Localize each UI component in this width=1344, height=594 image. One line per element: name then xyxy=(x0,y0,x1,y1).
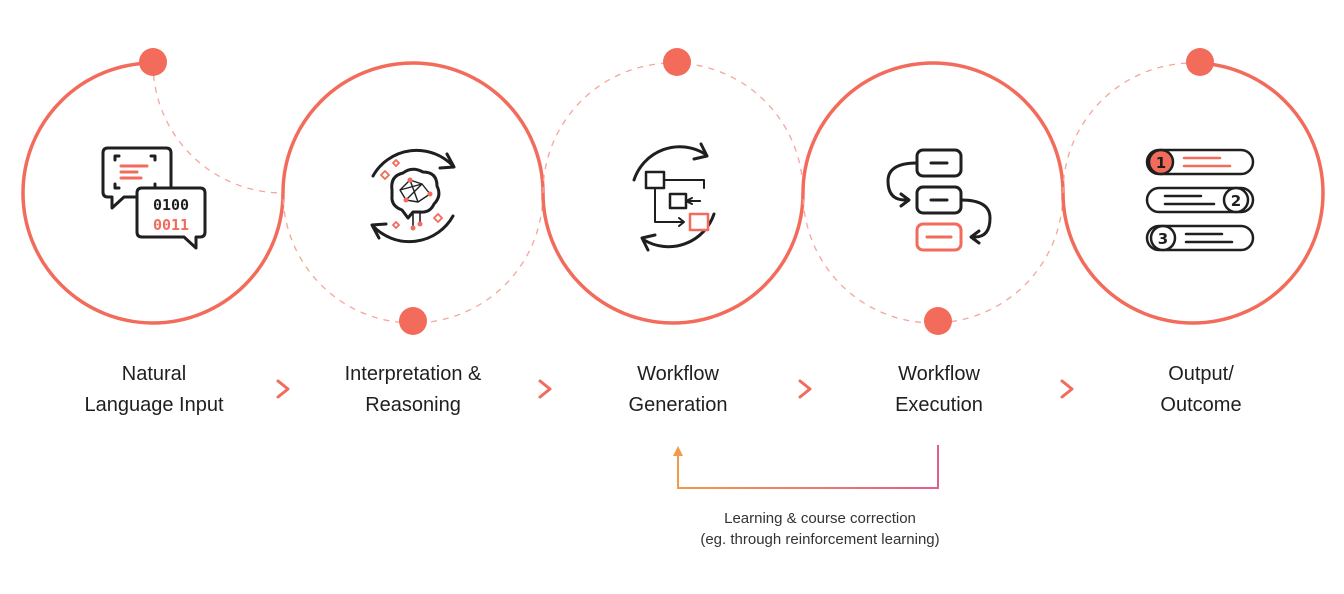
chevron-right-icon xyxy=(1060,379,1074,399)
svg-text:0011: 0011 xyxy=(153,216,189,234)
feedback-caption: Learning & course correction (eg. throug… xyxy=(640,508,1000,550)
step-label-workflow-execution: Workflow Execution xyxy=(819,359,1059,421)
connector-dot-1 xyxy=(139,48,167,76)
step-label-line: Reasoning xyxy=(365,394,461,416)
flowchart-cycle-icon xyxy=(632,142,716,252)
ranked-list-icon: 1 2 3 xyxy=(1145,148,1255,252)
svg-text:0100: 0100 xyxy=(153,196,189,214)
step-label-workflow-generation: Workflow Generation xyxy=(558,359,798,421)
step-label-output-outcome: Output/ Outcome xyxy=(1081,359,1321,421)
step-ring-5 xyxy=(1061,61,1325,325)
feedback-loop-arrow xyxy=(673,445,939,489)
workflow-execute-icon xyxy=(886,148,992,252)
svg-text:3: 3 xyxy=(1158,230,1168,248)
step-label-line: Workflow xyxy=(637,363,719,385)
svg-text:1: 1 xyxy=(1156,154,1166,172)
brain-network-icon xyxy=(370,148,456,244)
step-ring-1 xyxy=(21,61,285,325)
step-label-natural-language-input: Natural Language Input xyxy=(34,359,274,421)
step-label-line: Language Input xyxy=(84,394,224,416)
connector-dot-4 xyxy=(924,307,952,335)
chevron-right-icon xyxy=(538,379,552,399)
step-label-interpretation-reasoning: Interpretation & Reasoning xyxy=(293,359,533,421)
step-label-line: Outcome xyxy=(1160,394,1242,416)
feedback-caption-line: (eg. through reinforcement learning) xyxy=(700,531,940,548)
connector-dot-5 xyxy=(1186,48,1214,76)
chevron-right-icon xyxy=(276,379,290,399)
step-label-line: Workflow xyxy=(898,363,980,385)
step-label-line: Generation xyxy=(628,394,728,416)
svg-text:2: 2 xyxy=(1231,192,1241,210)
step-label-line: Natural xyxy=(121,363,187,385)
chat-binary-icon: 0100 0011 xyxy=(101,146,207,250)
chevron-right-icon xyxy=(798,379,812,399)
step-label-line: Output/ xyxy=(1168,363,1234,385)
connector-dot-3 xyxy=(663,48,691,76)
feedback-caption-line: Learning & course correction xyxy=(724,510,916,527)
step-label-line: Execution xyxy=(895,394,983,416)
step-label-line: Interpretation & xyxy=(344,363,482,385)
connector-dot-2 xyxy=(399,307,427,335)
